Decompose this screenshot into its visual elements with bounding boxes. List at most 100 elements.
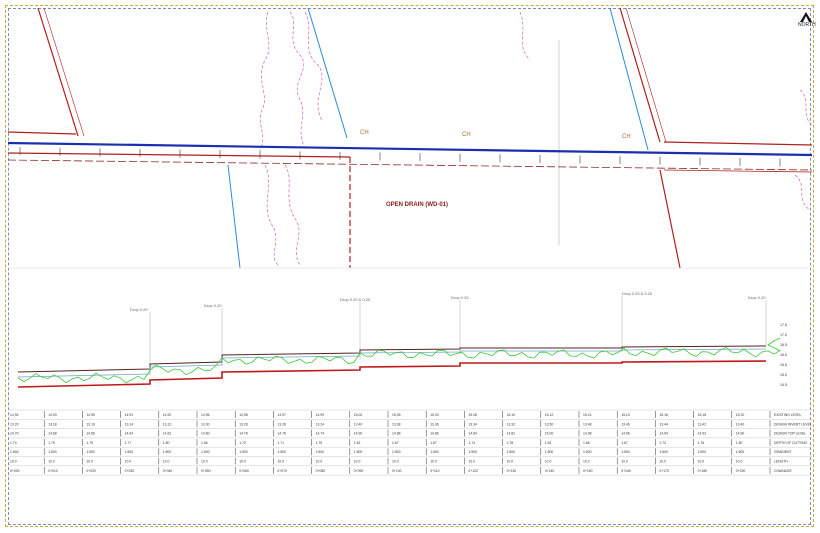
table-cell: 15.18: [698, 413, 707, 417]
table-cell: 15.16: [659, 413, 668, 417]
table-cell: 10.0: [201, 460, 208, 464]
table-cell: 14.90: [736, 432, 745, 436]
station-marker: CH: [462, 132, 471, 138]
table-cell: 13.38: [392, 422, 401, 426]
boundary-lines: [7, 7, 813, 269]
table-cell: 13.50: [545, 422, 554, 426]
table-cell: 15.14: [583, 413, 592, 417]
callout-text: Drop 0.20: [204, 303, 222, 308]
table-cell: 1.67: [430, 441, 437, 445]
table-cell: 13.14: [125, 422, 134, 426]
table-row-header: GRADIENT: [774, 450, 792, 454]
table-cell: 1.74: [10, 441, 17, 445]
table-cell: 10.0: [239, 460, 246, 464]
table-cell: 15.03: [430, 413, 439, 417]
table-cell: 1.75: [316, 441, 323, 445]
utility-line: [609, 7, 649, 151]
table-cell: 14.88: [392, 432, 401, 436]
sheet-border-outer: [5, 5, 814, 527]
table-cell: 1.80: [163, 441, 170, 445]
table-row-header: DESIGN INVERT LEVEL: [774, 422, 812, 426]
table-cell: 14.91: [125, 413, 134, 417]
station-marker: CH: [622, 134, 631, 140]
table-row-header: LENGTH: [774, 460, 788, 464]
table-cell: 13.48: [583, 422, 592, 426]
table-cell: 1:500: [125, 450, 134, 454]
table-cell: 0+140: [545, 469, 555, 473]
table-cell: 0+150: [583, 469, 593, 473]
table-cell: 1:500: [86, 450, 95, 454]
table-cell: 1:500: [201, 450, 210, 454]
table-cell: 14.80: [201, 432, 210, 436]
table-cell: 1.67: [621, 441, 628, 445]
table-cell: 0+050: [201, 469, 211, 473]
table-cell: 1:500: [507, 450, 516, 454]
table-cell: 0+110: [430, 469, 439, 473]
table-cell: 1.70: [239, 441, 246, 445]
table-cell: 1.79: [86, 441, 93, 445]
table-cell: 13.24: [316, 422, 325, 426]
table-cell: 15.10: [507, 413, 516, 417]
table-cell: 0+180: [698, 469, 708, 473]
table-cell: 1:500: [659, 450, 668, 454]
table-cell: 14.90: [354, 432, 363, 436]
table-cell: 0+100: [392, 469, 402, 473]
table-cell: 1:500: [277, 450, 286, 454]
table-cell: 10.0: [316, 460, 323, 464]
level-label: 16.5: [780, 343, 787, 347]
table-cell: 14.93: [48, 413, 57, 417]
level-label: 14.5: [780, 383, 787, 387]
table-cell: 14.84: [468, 432, 477, 436]
table-cell: 10.0: [545, 460, 552, 464]
level-label: 17.5: [780, 323, 787, 327]
table-cell: 10.0: [430, 460, 437, 464]
table-cell: 1:500: [316, 450, 325, 454]
table-cell: 13.32: [507, 422, 516, 426]
table-cell: 0+030: [125, 469, 135, 473]
level-scale: 17.5 17.0 16.5 16.0 15.5 15.0 14.5: [780, 323, 787, 387]
level-label: 15.0: [780, 373, 787, 377]
table-cell: 1:500: [354, 450, 363, 454]
table-cell: 13.16: [86, 422, 95, 426]
table-cell: 1:500: [621, 450, 630, 454]
table-cell: 1:500: [736, 450, 745, 454]
table-cell: 0+060: [239, 469, 249, 473]
table-cell: 15.05: [392, 413, 401, 417]
table-cell: 15.13: [621, 413, 630, 417]
table-cell: 1.66: [583, 441, 590, 445]
drop-callouts: Drop 0.20 Drop 0.20 Drop 0.20 & 0.20 Dro…: [130, 291, 766, 368]
table-cell: 14.95: [86, 413, 95, 417]
table-cell: 14.78: [239, 432, 248, 436]
table-cell: 0+080: [316, 469, 326, 473]
table-cell: 14.98: [583, 432, 592, 436]
table-cell: 0+190: [736, 469, 746, 473]
table-cell: 1.66: [201, 441, 208, 445]
table-cell: 14.74: [316, 432, 325, 436]
table-cell: 15.02: [354, 413, 363, 417]
contour-lines: [259, 11, 813, 266]
table-cell: 14.62: [163, 432, 172, 436]
table-cell: 0+040: [163, 469, 173, 473]
design-top-line: [17, 345, 767, 373]
callout-text: Drop 0.20 & 0.20: [622, 291, 653, 296]
table-cell: 1:500: [583, 450, 592, 454]
table-cell: 10.0: [698, 460, 705, 464]
table-cell: 14.97: [277, 413, 286, 417]
sheet-border-inner: [8, 8, 811, 525]
table-cell: 15.20: [736, 413, 745, 417]
station-marker: CH: [360, 130, 369, 136]
design-water-line: [17, 348, 767, 378]
table-cell: 0+090: [354, 469, 364, 473]
table-cell: 10.0: [621, 460, 628, 464]
table-cell: 1.75: [48, 441, 55, 445]
table-cell: 14.86: [430, 432, 439, 436]
table-cell: 1.72: [659, 441, 666, 445]
north-arrow: NORTH: [798, 12, 816, 28]
table-cell: 10.0: [125, 460, 132, 464]
table-cell: 14.92: [698, 432, 707, 436]
utility-line: [307, 7, 348, 139]
table-cell: 13.20: [10, 422, 19, 426]
table-cell: 14.96: [201, 413, 210, 417]
